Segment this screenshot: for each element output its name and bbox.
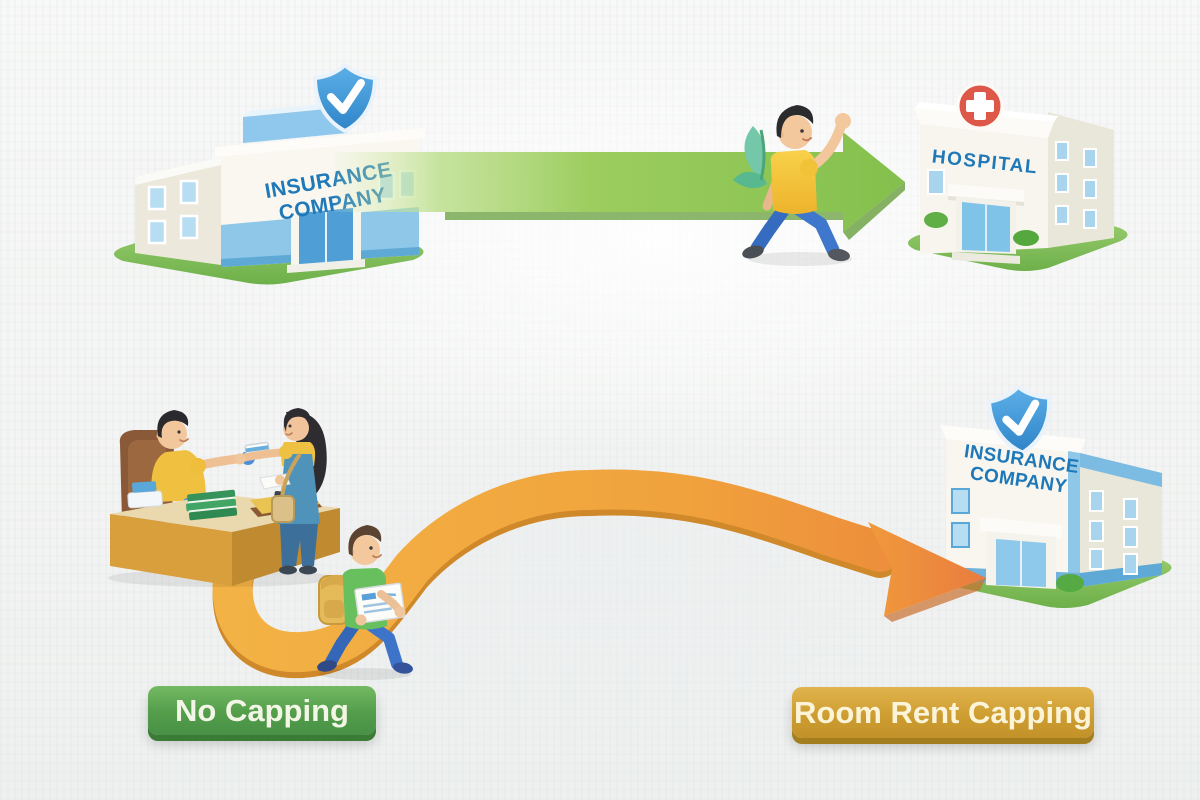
bag-strap [280,452,302,499]
claim-desk-scene [108,408,340,587]
hospital-building-art [908,82,1128,271]
room-rent-capping-badge: Room Rent Capping [792,687,1094,738]
insured-person-walking [733,105,852,266]
bush [1056,574,1084,592]
entrance-door [980,517,1062,589]
shoulder-bag-icon [271,495,295,523]
plant-leaves-icon [733,126,767,189]
bushes [924,212,1039,246]
no-capping-badge: No Capping [148,686,376,735]
no-capping-badge-label: No Capping [175,692,349,728]
orange-arrowhead-edge [884,578,986,622]
shield-check-icon [986,383,1052,455]
backpack-icon [318,574,350,625]
customer-woman-figure [234,408,327,575]
insurance-building-bottom-art [940,383,1172,608]
entrance-door [948,184,1024,264]
shield-check-icon [312,62,378,134]
figure-shadow [748,252,852,266]
figure-shadow [319,668,411,680]
hospital-building: HOSPITAL [898,68,1133,273]
side-windows [951,488,1138,575]
courier-figure [317,525,413,674]
card-machine-icon [127,481,163,509]
orange-arrow [212,469,986,679]
green-books-stack [186,489,238,521]
hospital-cross-icon [956,82,1004,130]
insurance-agent-figure [151,410,271,510]
orange-arrowhead [868,522,986,616]
room-rent-capping-badge-label: Room Rent Capping [794,694,1092,730]
side-windows [927,141,1097,229]
orange-arrow-body [212,469,900,673]
green-arrowhead-edge [843,182,905,240]
person-carrying-documents [317,525,413,680]
green-arrow-edge [445,212,843,220]
walking-man-figure [742,105,851,262]
entrance-door [287,201,365,273]
insurance-building-bottom: INSURANCE COMPANY [928,383,1178,610]
